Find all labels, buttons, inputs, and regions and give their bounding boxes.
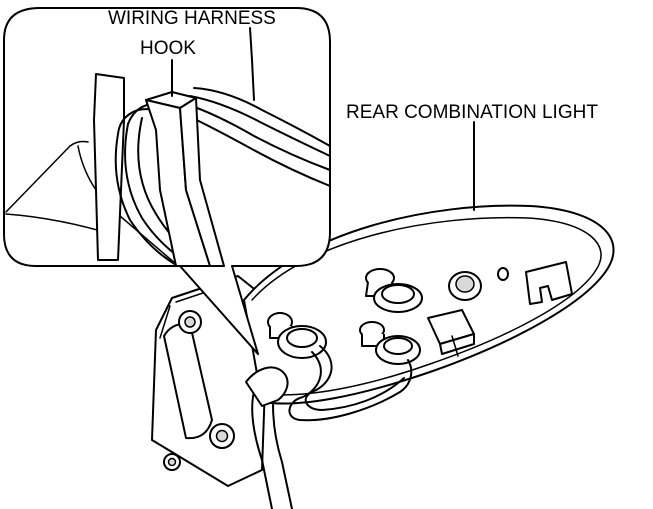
small-hole bbox=[497, 267, 509, 281]
label-hook: HOOK bbox=[140, 38, 196, 59]
socket-round-boss bbox=[448, 271, 482, 301]
wiring-harness-body bbox=[245, 345, 413, 509]
socket-left bbox=[267, 312, 327, 359]
retaining-clip bbox=[525, 261, 573, 305]
terminal-connector bbox=[427, 309, 475, 357]
lamp-housing bbox=[243, 204, 615, 405]
label-wiring-harness: WIRING HARNESS bbox=[108, 8, 276, 29]
leader-lines bbox=[171, 27, 475, 211]
label-rear-combination-light: REAR COMBINATION LIGHT bbox=[346, 102, 598, 123]
leader-wiring-harness bbox=[249, 27, 255, 101]
zoom-callout bbox=[3, 7, 331, 355]
socket-upper-center bbox=[365, 268, 423, 313]
socket-lower-center bbox=[359, 321, 421, 365]
